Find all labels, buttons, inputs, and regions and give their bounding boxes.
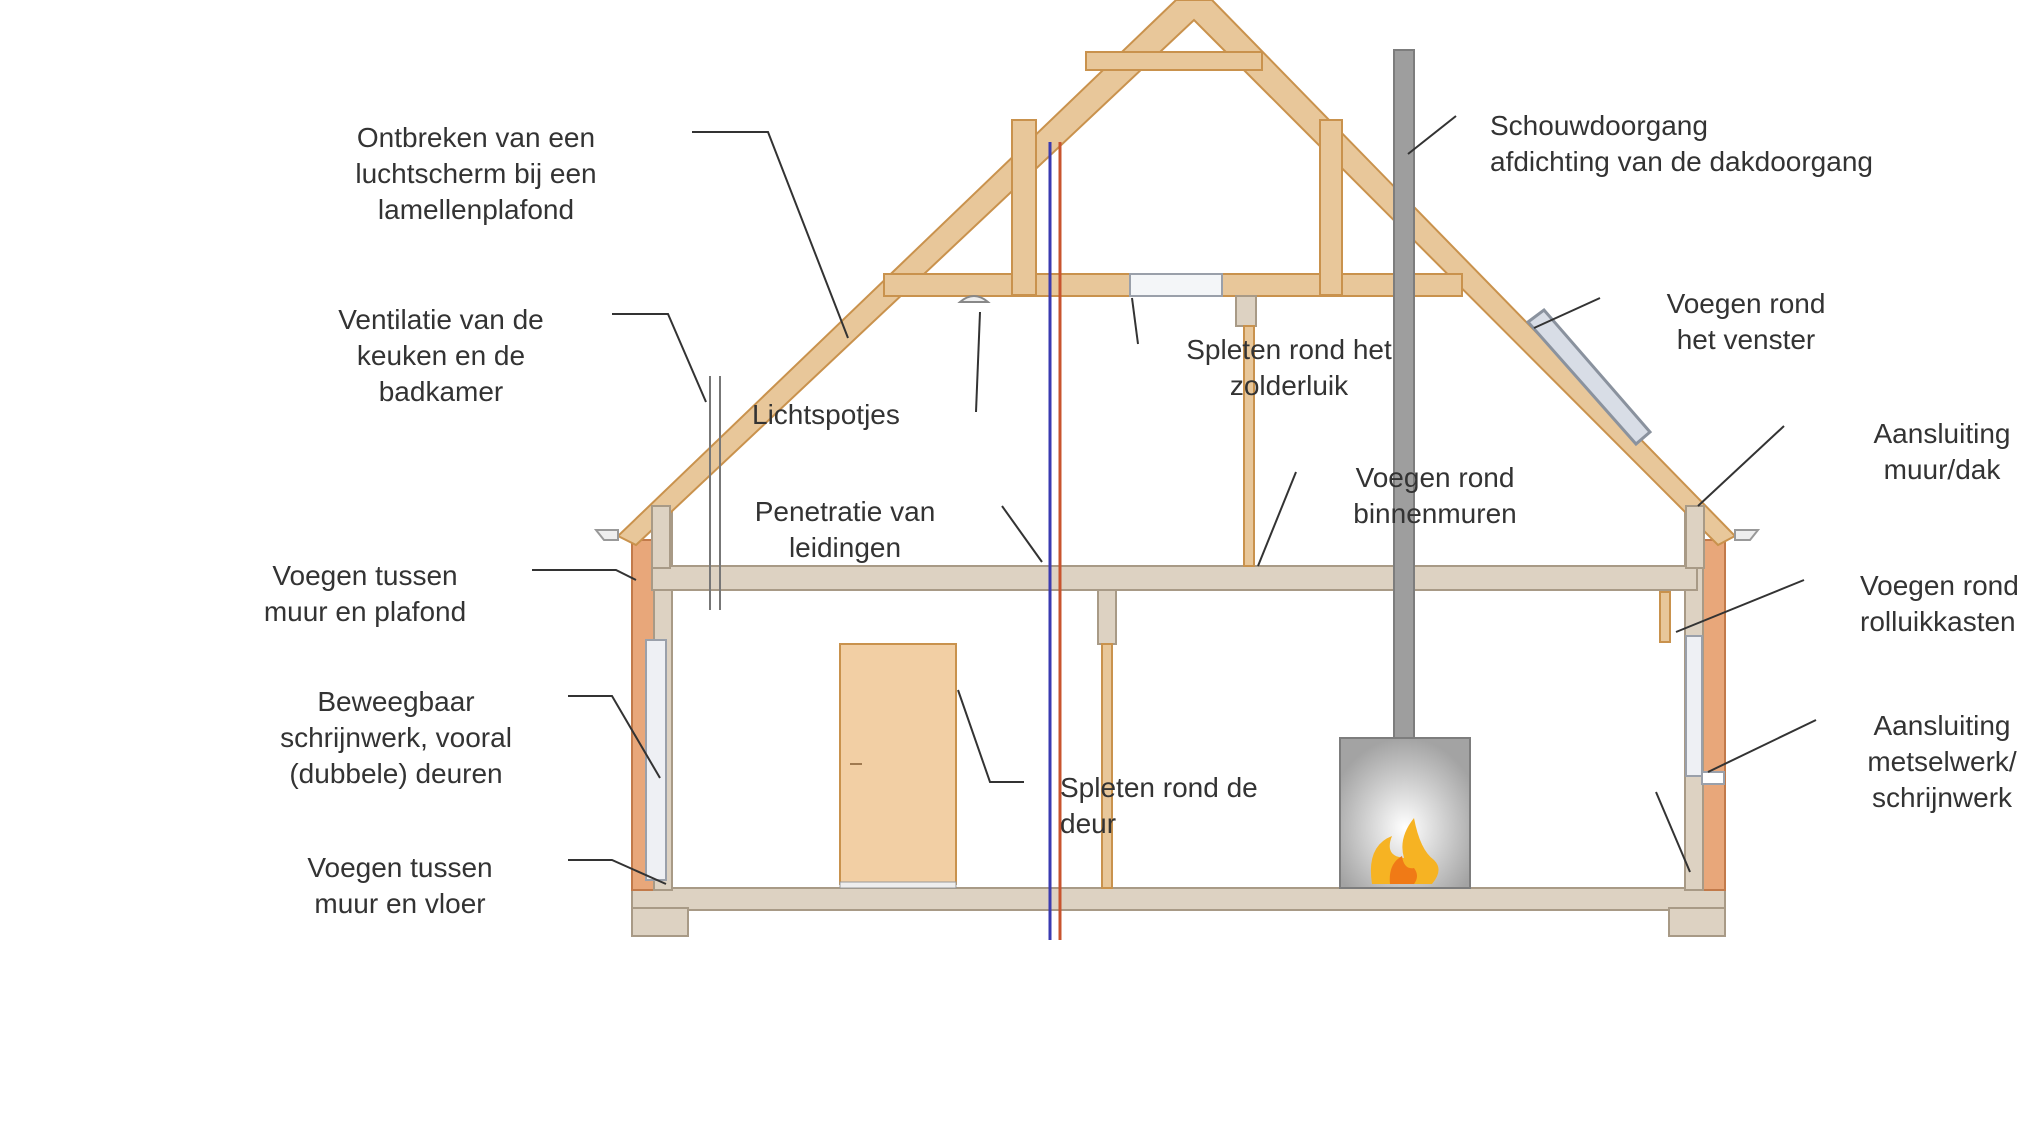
label-voegen-muur-vloer: Voegen tussen muur en vloer: [307, 852, 493, 919]
ventilation-duct: [709, 376, 721, 610]
left-gutter: [593, 529, 619, 541]
interior-door: [839, 643, 957, 889]
label-aansluiting-metselwerk: Aansluiting metselwerk/ schrijnwerk: [1867, 710, 2017, 813]
roof-window: [1525, 307, 1653, 447]
label-beweegbaar: Beweegbaar schrijnwerk, vooral (dubbele)…: [280, 686, 512, 789]
leader-lines: [532, 115, 1817, 885]
attic-post: [1243, 325, 1255, 567]
label-aansluiting-muur-dak: Aansluiting muur/dak: [1873, 418, 2011, 485]
label-voegen-muur-plafond: Voegen tussen muur en plafond: [263, 560, 467, 627]
label-schouwdoorgang: Schouwdoorgang afdichting van de dakdoor…: [1490, 110, 1873, 177]
label-venster: Voegen rond het venster: [1666, 288, 1826, 355]
label-binnenmuren: Voegen rond binnenmuren: [1353, 462, 1517, 529]
attic-hatch: [1129, 273, 1223, 297]
fire-icon: [1370, 818, 1439, 884]
label-ventilatie: Ventilatie van de keuken en de badkamer: [338, 304, 544, 407]
label-penetratie: Penetratie van leidingen: [754, 496, 936, 563]
interior-wall-top: [1097, 589, 1117, 645]
foundation: [631, 887, 1726, 937]
label-rolluikkasten: Voegen rond rolluikkasten: [1860, 570, 2019, 637]
stove: [1339, 737, 1471, 889]
roller-shutter-box: [1659, 591, 1671, 643]
roof: [593, 0, 1761, 569]
label-deur: Spleten rond de deur: [1060, 772, 1258, 839]
label-lichtspotjes: Lichtspotjes: [752, 399, 900, 430]
label-luchtscherm: Ontbreken van een luchtscherm bij een la…: [355, 122, 597, 225]
right-gutter: [1734, 529, 1761, 541]
first-floor-slab: [651, 565, 1698, 591]
spotlight: [957, 295, 991, 303]
label-zolderluik: Spleten rond het zolderluik: [1186, 334, 1392, 401]
left-wall: [631, 505, 673, 891]
interior-post: [1101, 643, 1113, 889]
right-window-frame: [1685, 635, 1703, 777]
